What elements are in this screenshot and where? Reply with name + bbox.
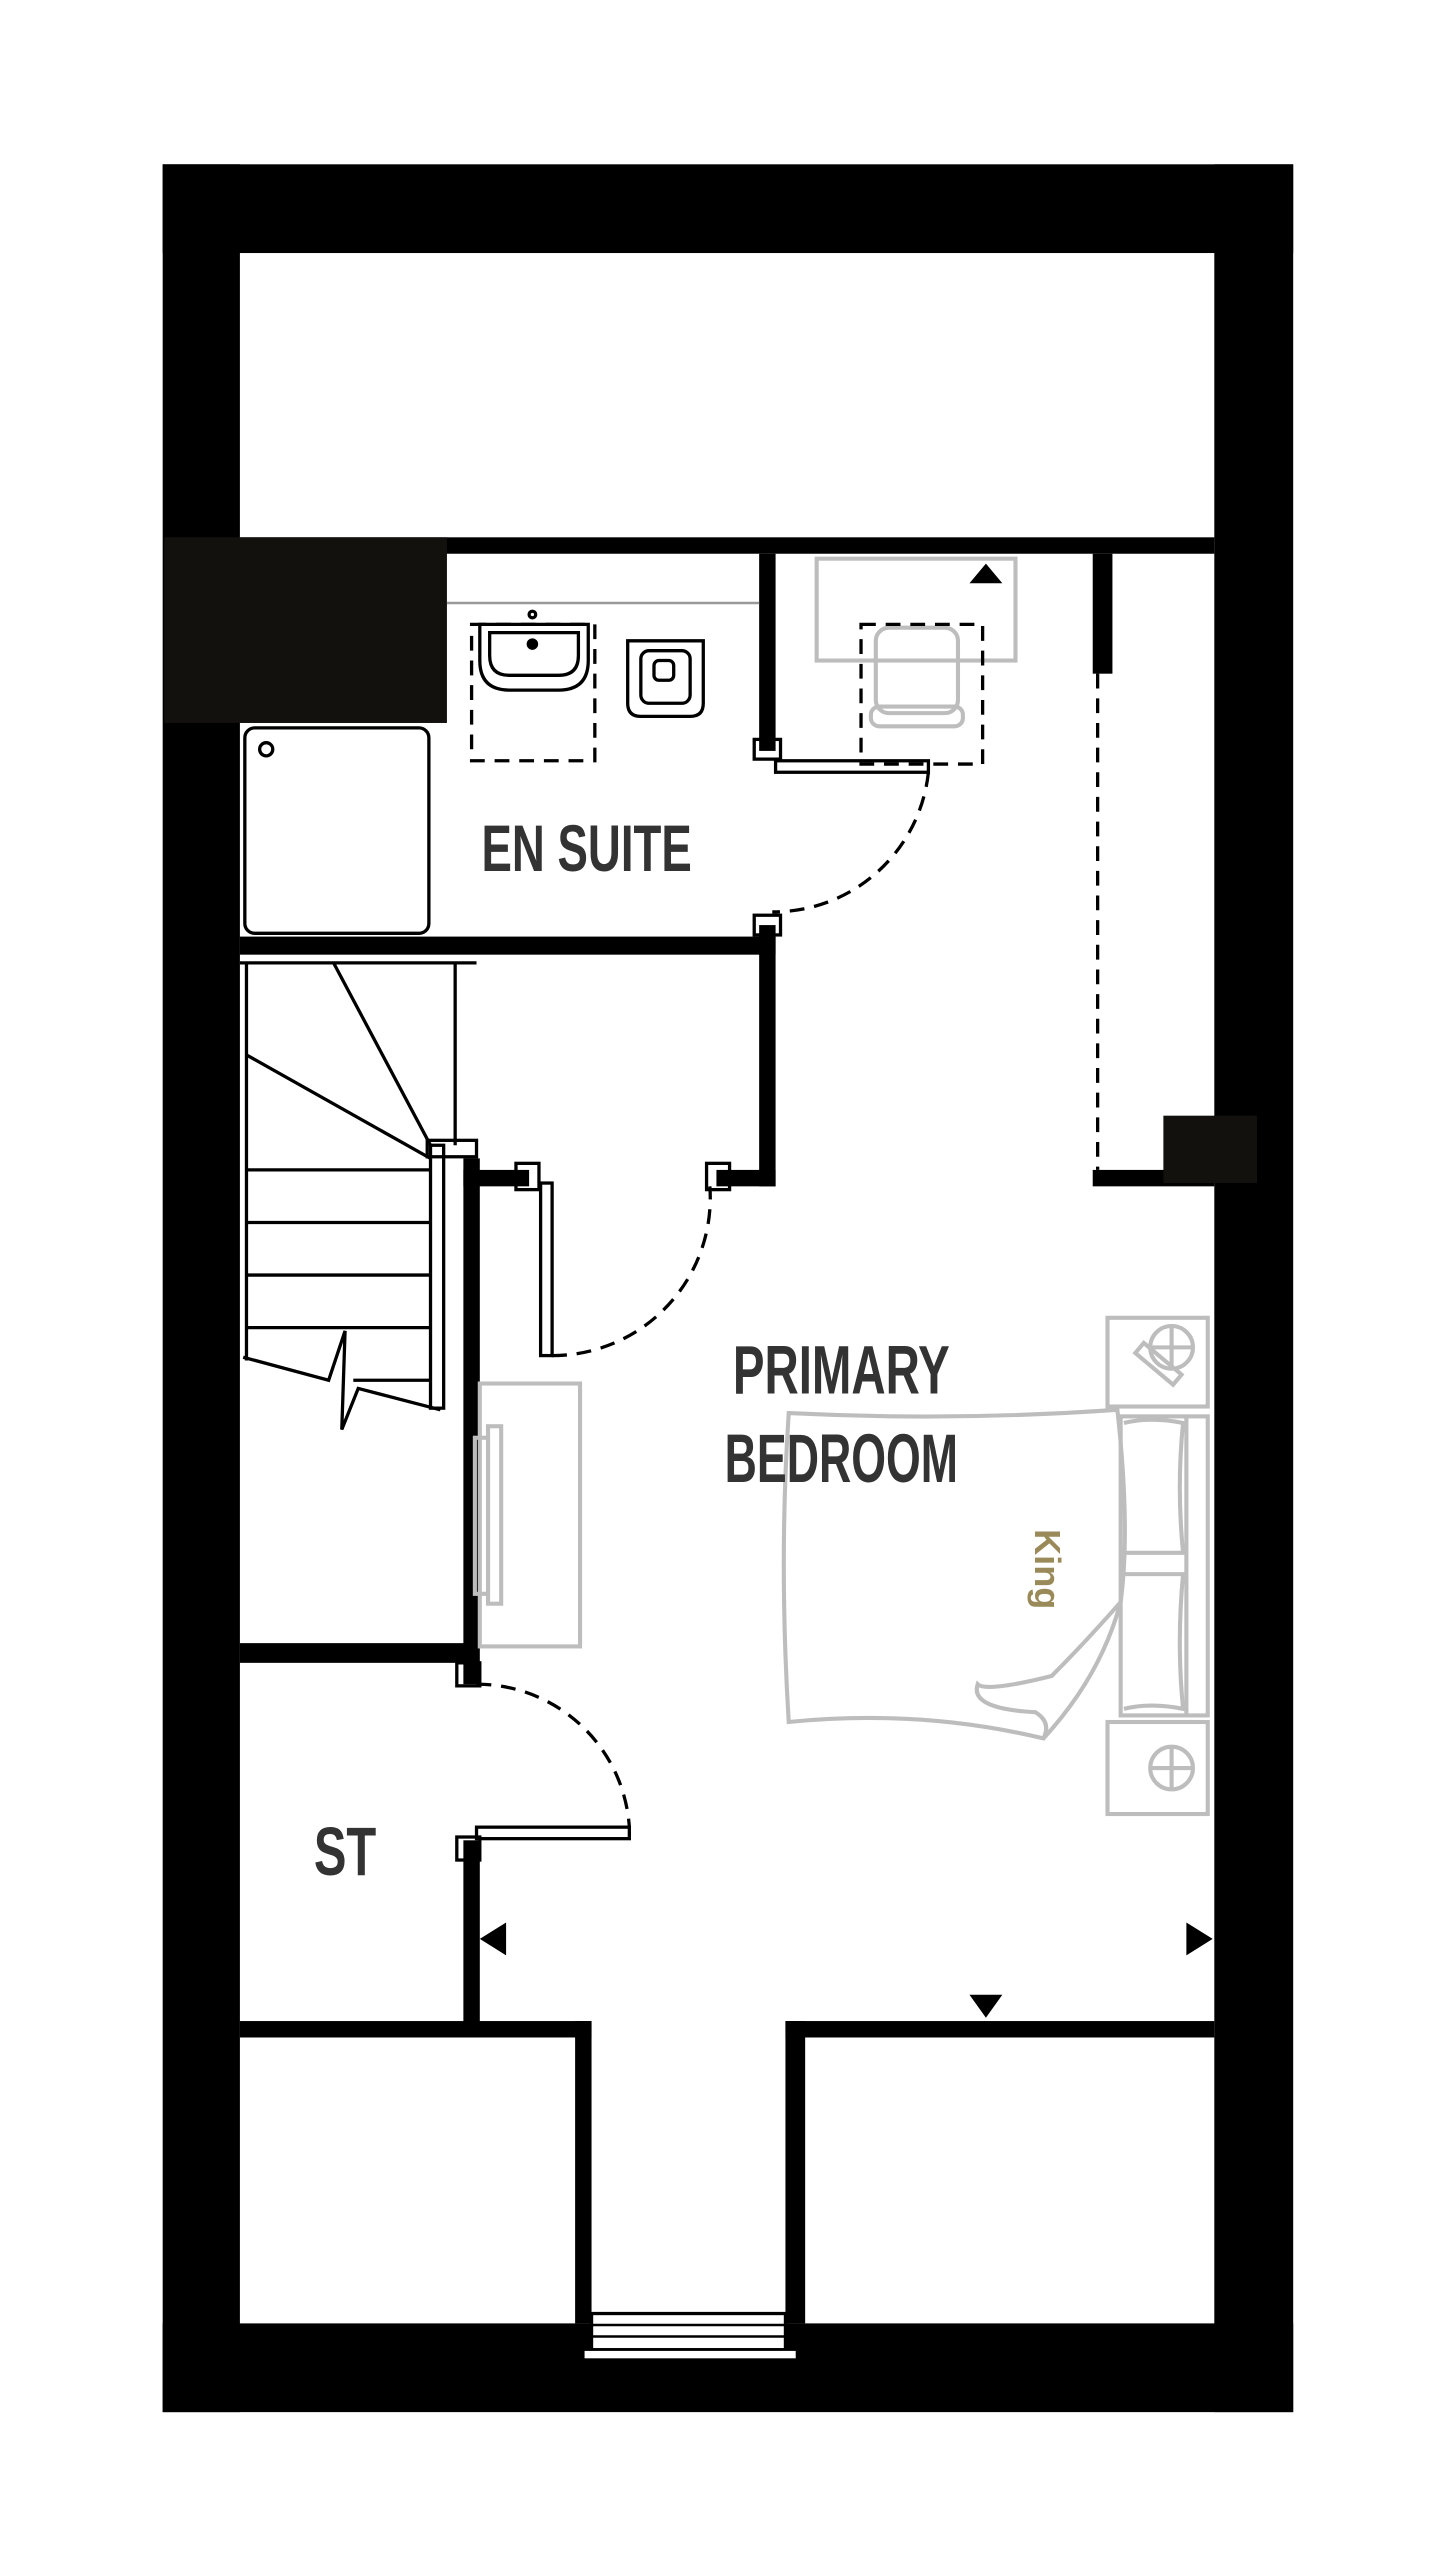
staircase [239, 961, 479, 1431]
cupboard-door [514, 1161, 732, 1358]
room-label-en-suite: EN SUITE [481, 812, 691, 885]
dresser [472, 1381, 583, 1649]
internal-walls [164, 537, 1258, 2324]
room-label-bedroom: BEDROOM [725, 1420, 958, 1497]
arrow-down-icon [969, 1994, 1003, 2018]
nightstand-top [1105, 1315, 1210, 1409]
outer-walls [162, 164, 1294, 2413]
arrow-up-icon [969, 563, 1003, 584]
room-label-primary: PRIMARY [733, 1331, 950, 1408]
en-suite-door [752, 737, 931, 937]
arrow-right-icon [1186, 1922, 1213, 1956]
shower-tray [243, 726, 431, 935]
chair-icon [873, 625, 961, 716]
headboard [1118, 1414, 1210, 1718]
storage-door [455, 1661, 631, 1862]
basin-icon [469, 609, 597, 763]
nightstand-bottom [1105, 1719, 1210, 1817]
wardrobe-block [1163, 1115, 1258, 1184]
window [582, 2311, 799, 2361]
direction-markers [479, 563, 1213, 2018]
room-label-storage: ST [314, 1813, 376, 1890]
king-bed [781, 1315, 1210, 1817]
arrow-left-icon [479, 1922, 507, 1956]
desk [814, 556, 1018, 766]
chimney-block [164, 537, 447, 723]
bed-size-label: King [1027, 1529, 1068, 1609]
en-suite-fixtures [243, 601, 931, 937]
toilet-icon [626, 639, 705, 719]
